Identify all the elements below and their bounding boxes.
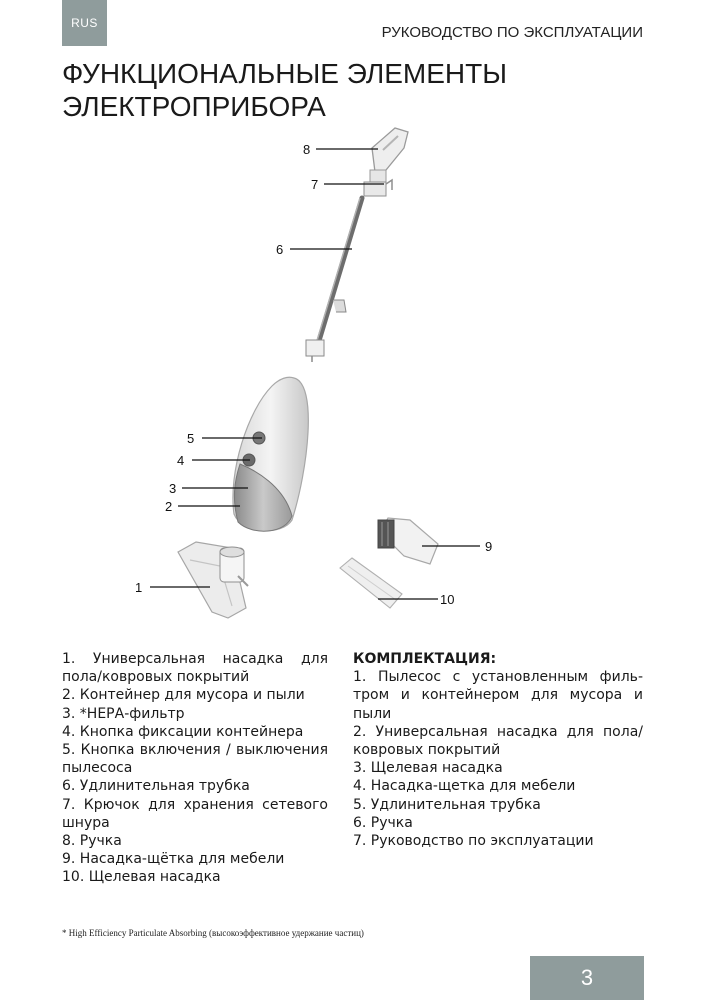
floor-nozzle-part: [177, 541, 249, 619]
kit-item: 4. Насадка-щетка для мебели: [353, 778, 576, 795]
extension-tube-part: [305, 195, 365, 362]
callout-lines: [150, 148, 480, 600]
callout-8: 8: [303, 142, 310, 157]
kit-item: 1. Пылесос с установленным филь­тром и к…: [353, 669, 643, 722]
kit-item: 5. Удлинительная трубка: [353, 796, 541, 813]
callout-9: 9: [485, 539, 492, 554]
parts-item: 8. Ручка: [62, 833, 122, 850]
callout-10: 10: [440, 592, 454, 607]
vacuum-cleaner-diagram: 8 7 6 5 4 3 2 1 9 10: [135, 127, 492, 619]
parts-item: 1. Универсальная насадка для пола/ковров…: [62, 651, 328, 686]
parts-item: 3. *НЕРА-фильтр: [62, 705, 185, 722]
parts-item: 5. Кнопка включения / выключе­ния пылесо…: [62, 742, 328, 777]
kit-list: КОМПЛЕКТАЦИЯ: 1. Пылесос с установленным…: [353, 650, 643, 850]
language-tab: RUS: [62, 0, 107, 46]
furniture-brush-part: [377, 517, 439, 565]
kit-item: 7. Руководство по эксплуатации: [353, 833, 594, 850]
parts-list: 1. Универсальная насадка для пола/ковров…: [62, 650, 328, 887]
footnote: * High Efficiency Particulate Absorbing …: [62, 928, 364, 938]
kit-heading: КОМПЛЕКТАЦИЯ:: [353, 651, 497, 667]
parts-item: 6. Удлинительная трубка: [62, 778, 250, 795]
callout-7: 7: [311, 177, 318, 192]
callout-3: 3: [169, 481, 176, 496]
callout-2: 2: [165, 499, 172, 514]
kit-item: 6. Ручка: [353, 814, 413, 831]
page-title-line-2: ЭЛЕКТРОПРИБОРА: [62, 91, 326, 122]
header-title: РУКОВОДСТВО ПО ЭКСПЛУАТАЦИИ: [381, 24, 643, 41]
page-number: 3: [530, 956, 644, 1000]
kit-item: 3. Щелевая насадка: [353, 760, 503, 777]
kit-item: 2. Универсальная насадка для пола/ ковро…: [353, 723, 643, 759]
page-title: ФУНКЦИОНАЛЬНЫЕ ЭЛЕМЕНТЫ ЭЛЕКТРОПРИБОРА: [62, 57, 507, 123]
callout-1: 1: [135, 580, 142, 595]
callout-5: 5: [187, 431, 194, 446]
dust-container-part: [233, 463, 293, 532]
parts-item: 4. Кнопка фиксации контейнера: [62, 723, 304, 740]
parts-item: 7. Крючок для хранения сетевого шнура: [62, 796, 328, 831]
handle-part: [369, 127, 409, 185]
parts-item: 10. Щелевая насадка: [62, 869, 221, 886]
parts-item: 2. Контейнер для мусора и пыли: [62, 687, 305, 704]
cord-hook-part: [363, 178, 393, 197]
callout-4: 4: [177, 453, 184, 468]
parts-item: 9. Насадка-щётка для мебели: [62, 851, 285, 868]
callout-6: 6: [276, 242, 283, 257]
crevice-tool-part: [339, 557, 403, 609]
page-title-line-1: ФУНКЦИОНАЛЬНЫЕ ЭЛЕМЕНТЫ: [62, 58, 508, 89]
